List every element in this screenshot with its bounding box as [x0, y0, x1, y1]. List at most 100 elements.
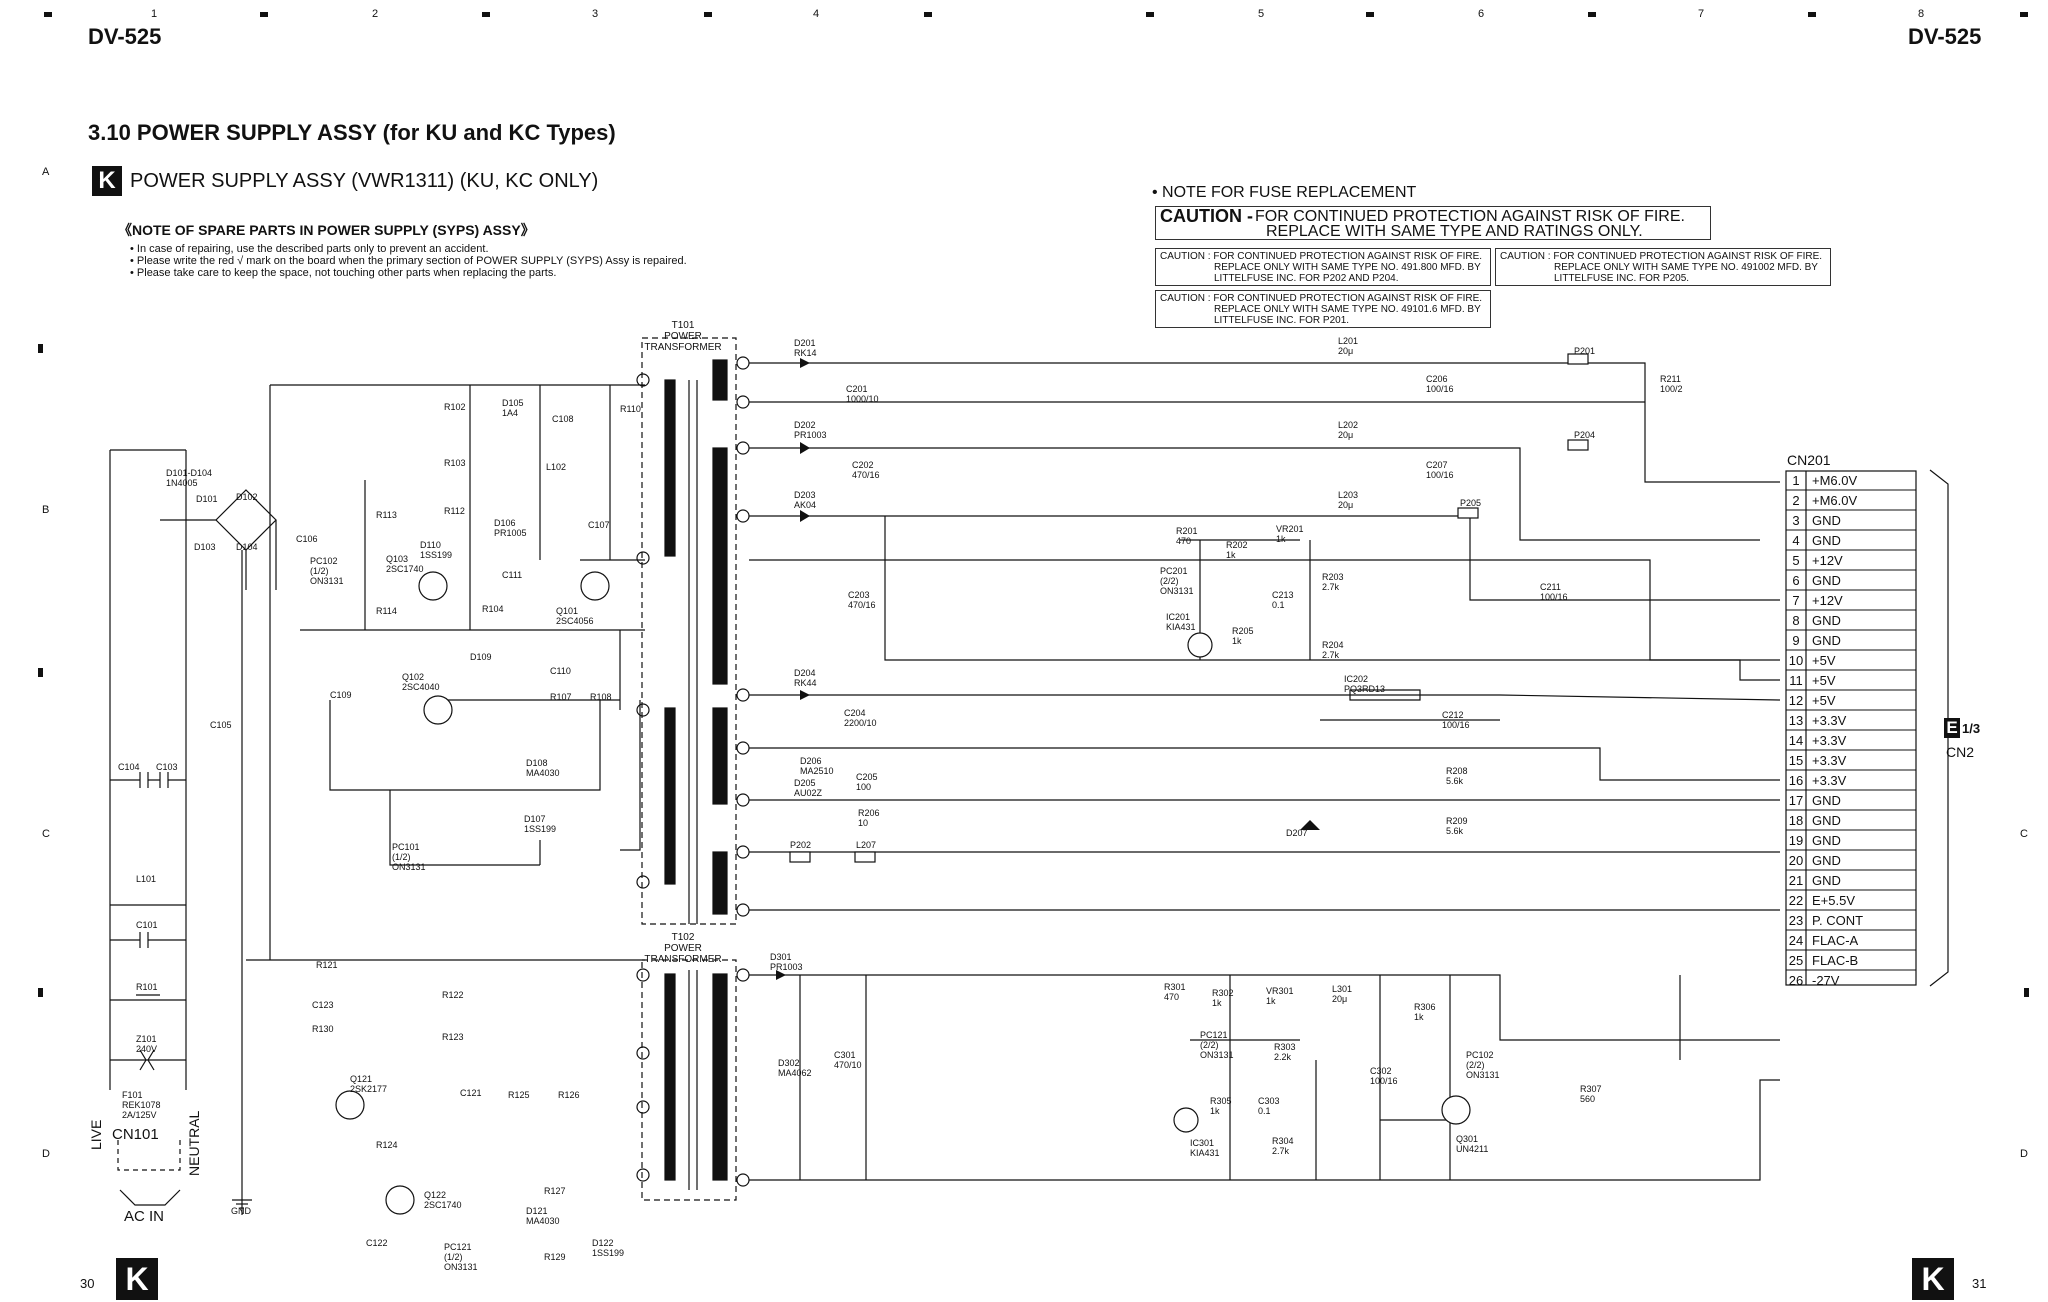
- pin-signal: GND: [1812, 613, 1841, 628]
- caution-box-p201: CAUTION : FOR CONTINUED PROTECTION AGAIN…: [1155, 290, 1491, 328]
- pin-signal: -27V: [1812, 973, 1840, 988]
- transistor-symbol: [1441, 1095, 1471, 1125]
- label-line: R122: [442, 990, 464, 1000]
- ruler-tick: [1146, 12, 1154, 17]
- label-line: L203: [1338, 490, 1359, 500]
- label-line: Q122: [424, 1190, 447, 1200]
- label-line: 10: [858, 818, 869, 828]
- label-line: D103: [194, 542, 216, 552]
- label-line: 1SS199: [524, 824, 557, 834]
- label-line: 240V: [136, 1044, 158, 1054]
- pin-number: 26: [1788, 973, 1804, 988]
- transistor-symbol: [423, 695, 453, 725]
- transformer-t102-label: T102 POWER TRANSFORMER: [644, 932, 722, 965]
- label-line: R121: [316, 960, 338, 970]
- ruler-tick: [482, 12, 490, 17]
- pin-number: 24: [1788, 933, 1804, 948]
- caution-text: CAUTION : FOR CONTINUED PROTECTION AGAIN…: [1500, 251, 1823, 262]
- label-line: D204: [794, 668, 816, 678]
- caution-text: LITTELFUSE INC. FOR P205.: [1554, 273, 1690, 284]
- label-line: R104: [482, 604, 504, 614]
- pin-number: 5: [1792, 553, 1800, 568]
- label-line: R203: [1322, 572, 1344, 582]
- label-line: Q301: [1456, 1134, 1479, 1144]
- label-line: C122: [366, 1238, 388, 1248]
- spare-note-line: • In case of repairing, use the describe…: [130, 243, 489, 255]
- label-c109: C109: [330, 690, 352, 700]
- footer-badge-left: K: [116, 1258, 158, 1300]
- ruler-tick: [44, 12, 52, 17]
- label-line: R202: [1226, 540, 1248, 550]
- assy-badge: K: [92, 166, 122, 196]
- label-line: D207: [1286, 828, 1308, 838]
- label-r124: R124: [376, 1140, 398, 1150]
- ruler-top-8: 8: [1918, 8, 1925, 20]
- label-line: R129: [544, 1252, 566, 1262]
- spare-note-line: • Please take care to keep the space, no…: [130, 267, 557, 279]
- label-line: IC301: [1190, 1138, 1215, 1148]
- assy-title-row: K POWER SUPPLY ASSY (VWR1311) (KU, KC ON…: [92, 166, 598, 196]
- label-line: R124: [376, 1140, 398, 1150]
- pin-number: 23: [1788, 913, 1804, 928]
- connector-pin-row: 2+M6.0V: [1786, 491, 1916, 511]
- label-line: MA4030: [526, 1216, 560, 1226]
- regulator-symbol: [1173, 1107, 1199, 1133]
- pin-number: 10: [1788, 653, 1804, 668]
- label-line: D202: [794, 420, 816, 430]
- transistor-symbol: [335, 1090, 365, 1120]
- label-line: 560: [1580, 1094, 1596, 1104]
- fuse-f101-label: F101 REK1078 2A/125V: [122, 1090, 161, 1120]
- connector-pin-row: 11+5V: [1786, 671, 1916, 691]
- label-line: R110: [620, 404, 641, 414]
- ruler-tick: [1808, 12, 1816, 17]
- spare-note-line: • Please write the red √ mark on the boa…: [130, 255, 687, 267]
- label-line: Q102: [402, 672, 425, 682]
- label-line: P201: [1574, 346, 1596, 356]
- pin-number: 13: [1788, 713, 1804, 728]
- label-line: (1/2): [444, 1252, 463, 1262]
- cn101-label: CN101: [112, 1126, 159, 1143]
- label-line: C206: [1426, 374, 1448, 384]
- label-p205: P205: [1460, 498, 1481, 508]
- connector-cn201-label: CN201: [1787, 452, 1831, 468]
- label-pc102b: PC102(2/2)ON3131: [1466, 1050, 1500, 1080]
- label-pc101: PC101(1/2)ON3131: [392, 842, 426, 872]
- label-line: L101: [136, 874, 157, 884]
- label-c103: C103: [156, 762, 178, 772]
- label-d104a: D104: [236, 542, 258, 552]
- label-p204: P204: [1574, 430, 1595, 440]
- label-line: R201: [1176, 526, 1198, 536]
- label-line: 100: [856, 782, 872, 792]
- label-l102: L102: [546, 462, 566, 472]
- pin-signal: +3.3V: [1812, 773, 1847, 788]
- label-line: R103: [444, 458, 466, 468]
- ruler-tick: [260, 12, 268, 17]
- pin-number: 9: [1792, 633, 1800, 648]
- label-line: C105: [210, 720, 232, 730]
- label-line: R301: [1164, 982, 1186, 992]
- label-line: 1SS199: [592, 1248, 625, 1258]
- label-line: D105: [502, 398, 524, 408]
